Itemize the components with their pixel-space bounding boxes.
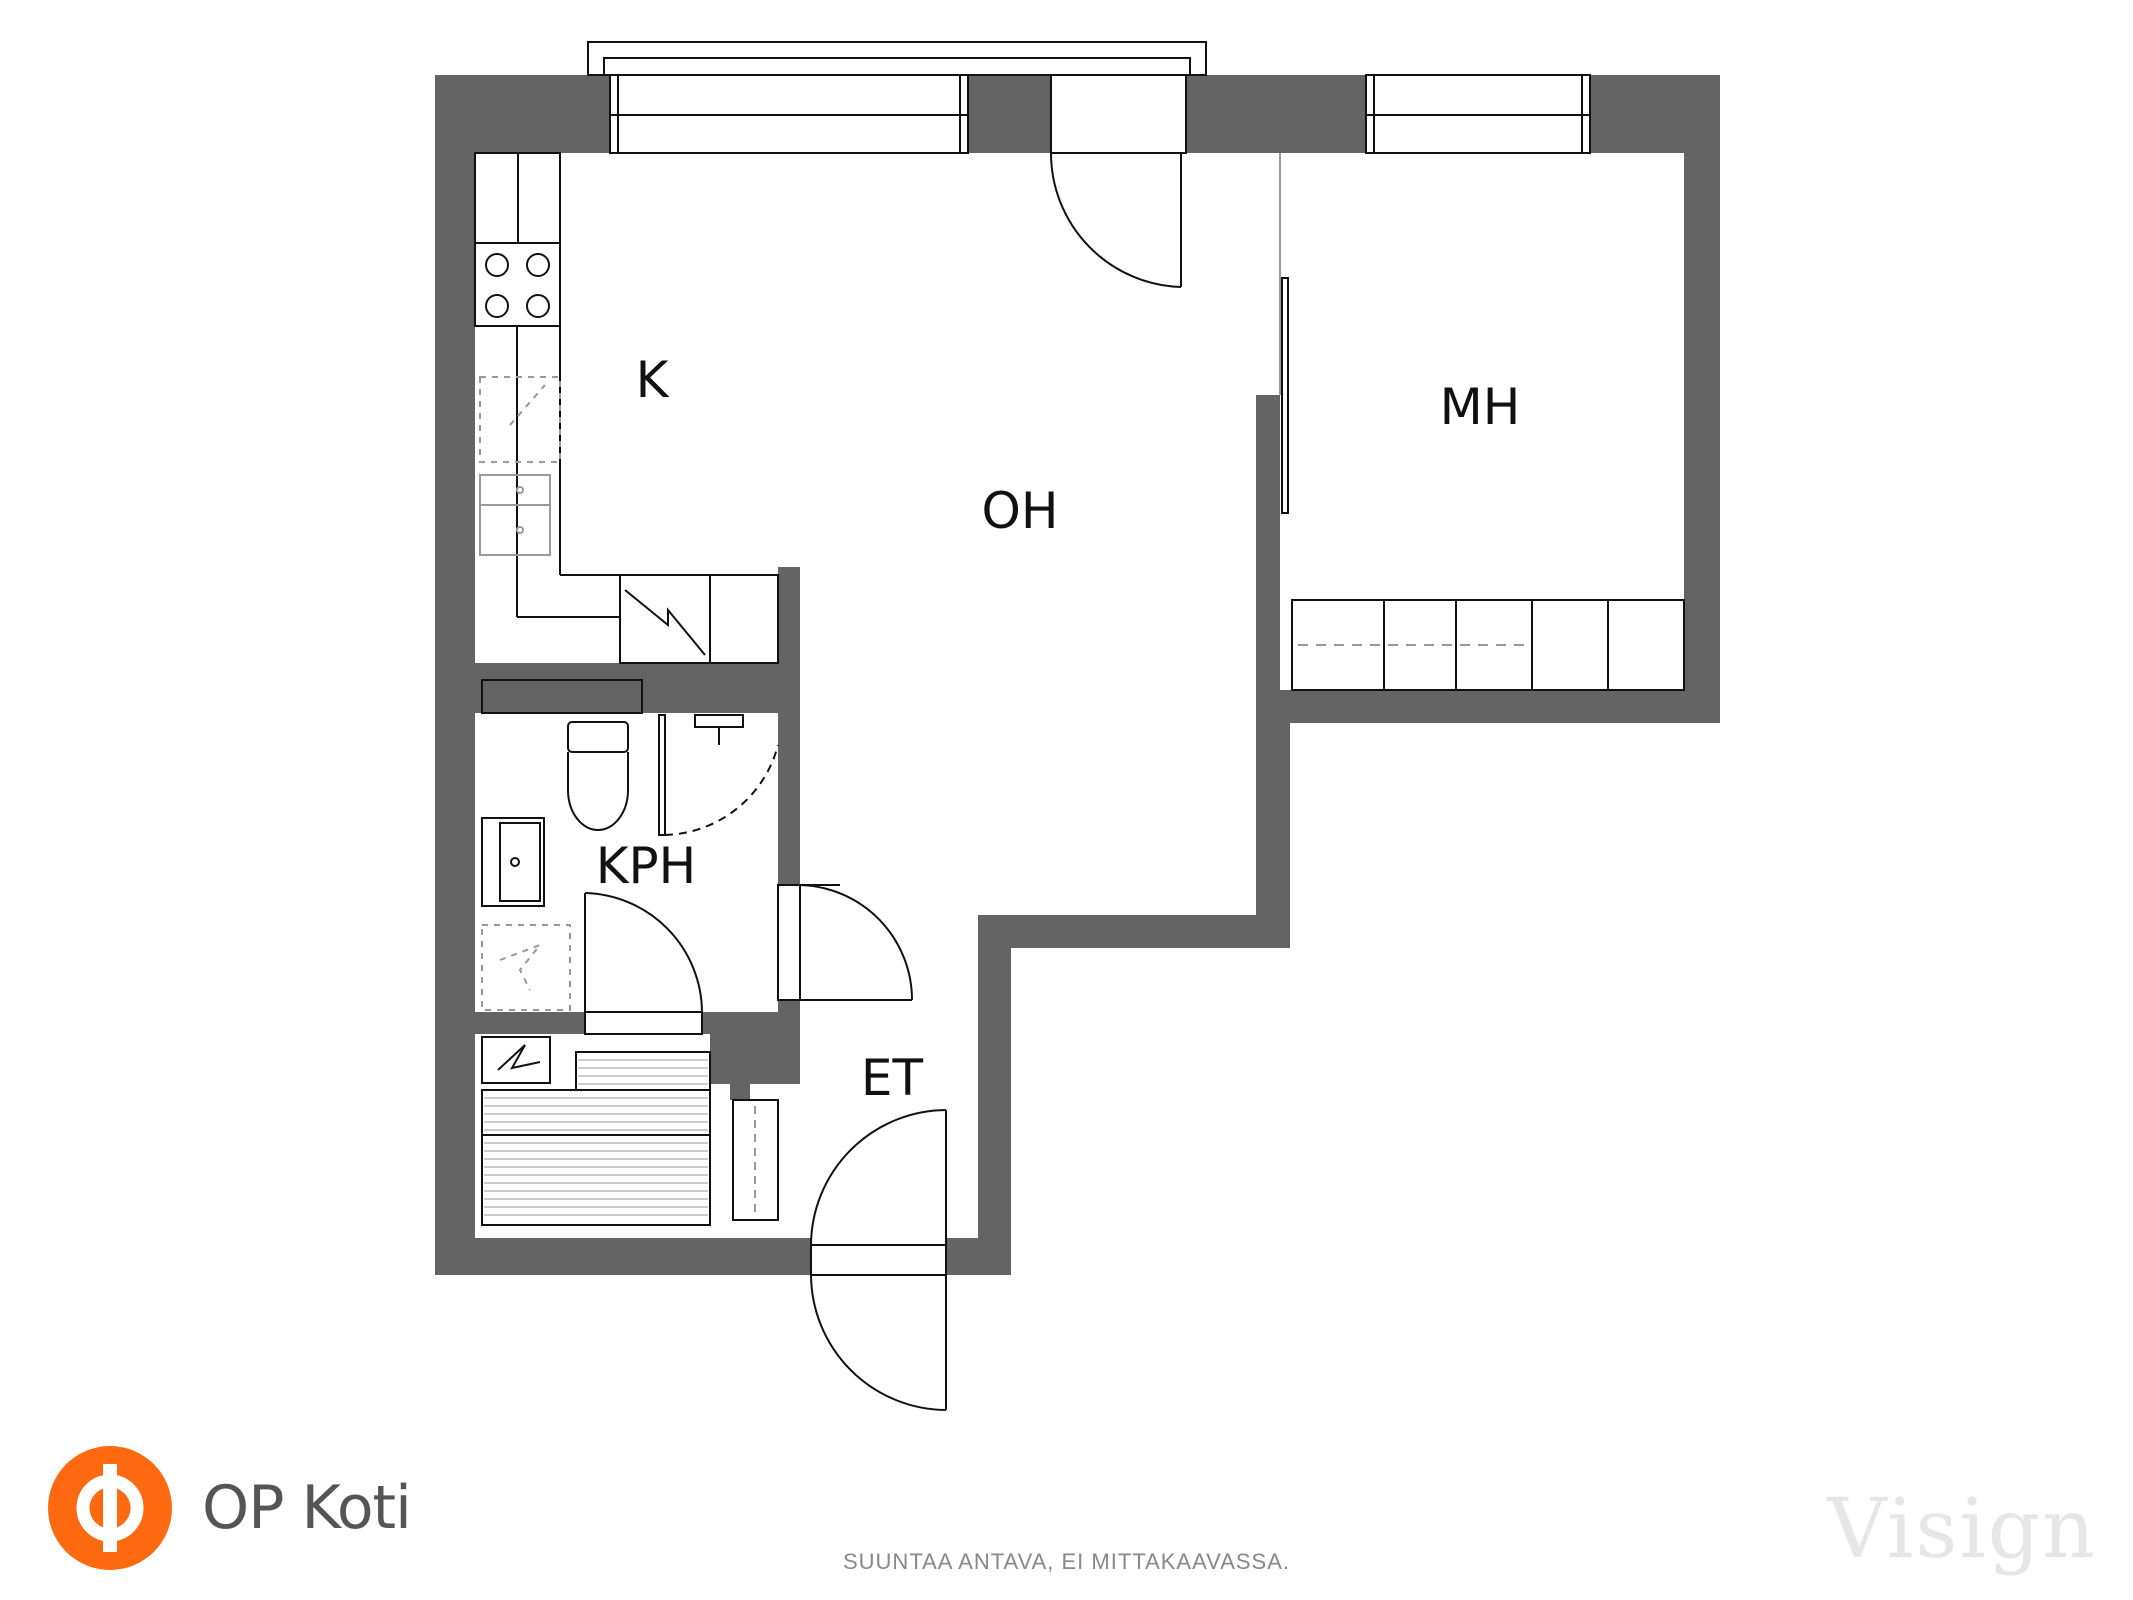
room-label-bedroom: MH [1439,378,1521,436]
brand: OP Koti [48,1446,412,1570]
walls [435,75,1720,1275]
fixtures [474,41,1685,1411]
room-label-living: OH [981,482,1059,540]
disclaimer-text: SUUNTAA ANTAVA, EI MITTAKAAVASSA. [842,1549,1290,1574]
room-label-bathroom: KPH [595,837,697,895]
room-label-hall: ET [860,1049,924,1107]
brand-name: OP Koti [202,1473,412,1543]
watermark: Visign [1827,1482,2097,1577]
op-logo-icon [48,1446,172,1570]
room-label-kitchen: K [635,351,669,409]
